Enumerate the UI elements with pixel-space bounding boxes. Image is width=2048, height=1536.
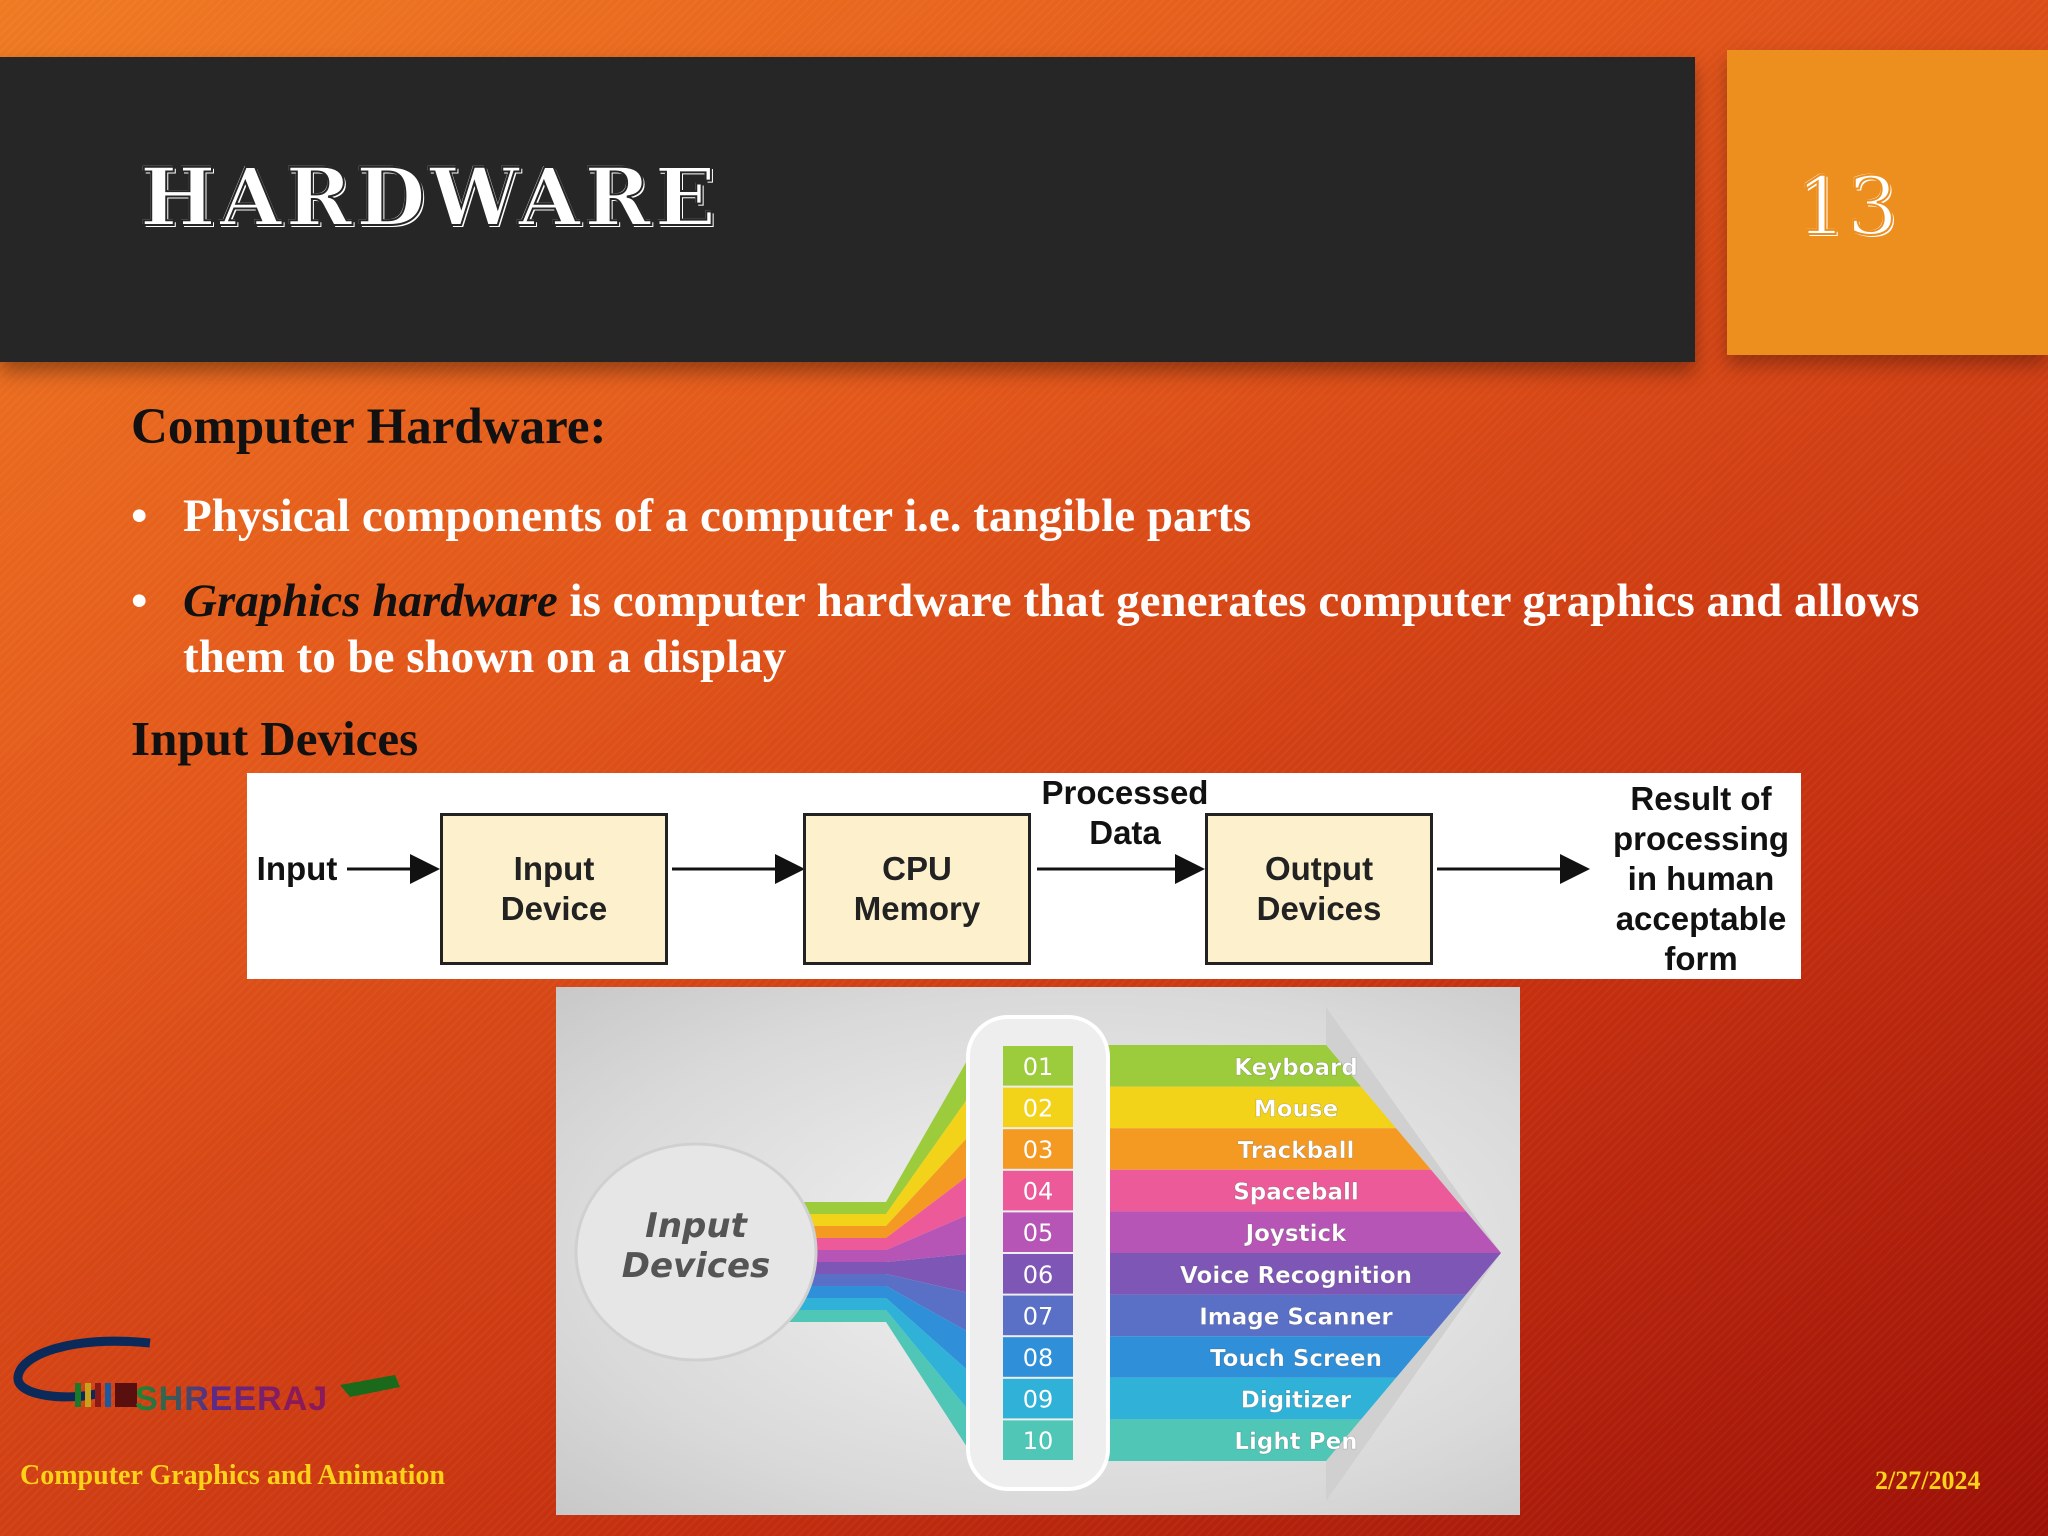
device-number: 09 — [1023, 1386, 1054, 1414]
logo-text: SHREERAJ — [135, 1380, 328, 1419]
device-label: Joystick — [1244, 1221, 1348, 1247]
slide-number-box: 13 — [1727, 50, 2048, 355]
number-cell — [1003, 1295, 1073, 1336]
device-label: Image Scanner — [1199, 1304, 1393, 1330]
device-number: 02 — [1023, 1094, 1054, 1122]
number-cell — [1003, 1337, 1073, 1377]
device-label: Keyboard — [1234, 1055, 1358, 1081]
device-label: Touch Screen — [1210, 1346, 1382, 1372]
title-bar — [0, 57, 1695, 362]
device-number: 06 — [1023, 1261, 1054, 1289]
bullet-rest: is computer hardware that generates comp… — [183, 575, 1920, 683]
flow-box-cpu-memory: CPU Memory — [803, 813, 1031, 965]
number-cell — [1003, 1212, 1073, 1252]
bullet-text: Graphics hardware is computer hardware t… — [183, 573, 1983, 685]
bullet-dot: • — [131, 575, 148, 627]
flow-diagram: Input Input Device CPU Memory Processed … — [247, 773, 1801, 979]
number-cell — [1003, 1378, 1073, 1419]
device-stream — [726, 1045, 976, 1214]
number-cell — [1003, 1254, 1073, 1294]
device-number: 01 — [1023, 1053, 1054, 1081]
device-stream — [726, 1286, 976, 1378]
number-cell — [1003, 1046, 1073, 1086]
input-devices-infographic: 01 Keyboard 02 Mouse 03 Trackball 04 Spaceball 0… — [574, 1007, 1501, 1501]
flow-box-input-device: Input Device — [440, 813, 668, 965]
footer-date: 2/27/2024 — [1875, 1466, 1981, 1495]
flow-processed-label: Processed Data — [1041, 774, 1209, 851]
slide-title: HARDWARE — [139, 149, 720, 245]
device-label: Light Pen — [1234, 1429, 1357, 1455]
number-cell — [1003, 1170, 1073, 1211]
number-cell — [1003, 1420, 1073, 1460]
heading-computer-hardware: Computer Hardware: — [131, 399, 607, 455]
device-number: 03 — [1023, 1136, 1054, 1164]
flow-box-label: Input Device — [500, 850, 608, 927]
number-cell — [1003, 1129, 1073, 1169]
center-circle — [574, 1142, 818, 1362]
device-stream — [726, 1298, 976, 1420]
device-number: 08 — [1023, 1344, 1054, 1372]
slide-number: 13 — [1795, 159, 1899, 254]
flow-box-output-devices: Output Devices — [1205, 813, 1433, 965]
device-label: Digitizer — [1241, 1388, 1352, 1414]
center-label: Input — [645, 1206, 748, 1246]
device-stream — [726, 1086, 976, 1226]
flow-box-label: Output Devices — [1256, 850, 1382, 927]
footer-course: Computer Graphics and Animation — [20, 1460, 445, 1491]
device-stream — [726, 1169, 976, 1250]
device-label: Trackball — [1238, 1138, 1355, 1164]
bullet-lead-italic: Graphics hardware — [183, 575, 558, 627]
center-label: Devices — [622, 1246, 771, 1286]
device-stream — [726, 1310, 976, 1461]
logo-wordmark: SHREERAJ — [135, 1380, 329, 1418]
bullet-text: Physical components of a computer i.e. t… — [183, 490, 1252, 542]
device-stream — [726, 1128, 976, 1238]
flow-box-label: CPU Memory — [853, 850, 981, 927]
flow-input-label: Input — [256, 850, 338, 887]
device-stream — [726, 1274, 976, 1337]
bullet-dot: • — [131, 490, 148, 542]
shreeraj-logo — [13, 1336, 400, 1407]
flow-arrows — [347, 854, 1590, 884]
device-number: 07 — [1023, 1302, 1054, 1330]
flow-result-label: Result of processing in human acceptable… — [1612, 780, 1790, 977]
input-devices-graphic: 01 Keyboard 02 Mouse 03 Trackball 04 Spaceball 0… — [556, 987, 1520, 1515]
heading-input-devices: Input Devices — [131, 711, 419, 766]
device-number: 05 — [1023, 1219, 1054, 1247]
device-stream — [726, 1211, 976, 1262]
device-label: Spaceball — [1233, 1180, 1359, 1206]
device-number: 04 — [1023, 1178, 1054, 1206]
number-cell — [1003, 1087, 1073, 1128]
device-label: Mouse — [1254, 1096, 1338, 1122]
device-number: 10 — [1023, 1427, 1054, 1455]
device-label: Voice Recognition — [1180, 1263, 1412, 1289]
